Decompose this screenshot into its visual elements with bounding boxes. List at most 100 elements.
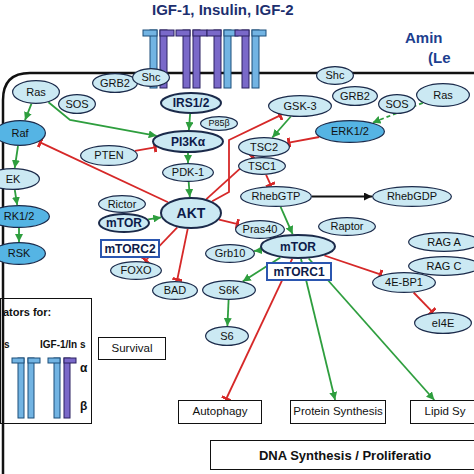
inhibition-connector (177, 229, 188, 281)
receptor-alpha (64, 358, 70, 418)
receptor-beta (18, 358, 24, 418)
legend-box: ators for: (0, 298, 92, 424)
activation-connector (189, 114, 190, 130)
protein-ellipse: PDK-1 (162, 163, 214, 182)
protein-ellipse: Ras (12, 80, 60, 104)
ellipse-shape (206, 327, 249, 346)
node-label: mTOR (106, 217, 142, 229)
outcome-box: Autophagy (178, 400, 262, 424)
protein-ellipse: SOS (58, 94, 96, 114)
node-label: Pras40 (243, 224, 278, 235)
node-label: SOS (65, 99, 88, 110)
receptor-alpha (242, 30, 249, 88)
activation-connector (18, 228, 20, 242)
node-label: Survival (112, 343, 153, 355)
node-label: TSC1 (248, 161, 276, 172)
node-label: BAD (164, 285, 187, 296)
protein-ellipse: GRB2 (92, 73, 138, 93)
activation-connector (148, 217, 161, 219)
ellipse-shape (333, 87, 378, 106)
node-label: FOXO (120, 265, 151, 276)
activation-connector (189, 182, 190, 197)
node-label: Raptor (330, 221, 363, 232)
protein-ellipse: Grb10 (205, 244, 255, 263)
ellipse-shape (379, 95, 416, 114)
node-label: TSC2 (250, 142, 278, 153)
outcome-box: Protein Synthesis (290, 400, 386, 424)
complex-box: mTORC2 (100, 239, 160, 258)
ellipse-shape (161, 93, 221, 113)
activation-connector (25, 104, 31, 120)
node-label: P85β (208, 119, 229, 128)
node-label: RAG C (427, 261, 462, 272)
annotation-label: Amin (405, 30, 443, 45)
protein-ellipse: TSC1 (238, 157, 286, 175)
receptor-beta (28, 358, 34, 418)
ellipse-shape (0, 169, 39, 190)
node-label: PDK-1 (172, 167, 204, 178)
inhibition-connector (219, 220, 239, 225)
receptor-cap (252, 30, 266, 36)
node-label: Protein Synthesis (293, 406, 383, 418)
ellipse-shape (99, 214, 149, 232)
outcome-box: DNA Synthesis / Proliferatio (210, 440, 474, 470)
ellipse-shape (316, 121, 385, 143)
protein-ellipse: SOS (378, 94, 416, 114)
ellipse-shape (0, 121, 45, 146)
protein-ellipse: BAD (152, 281, 198, 300)
protein-ellipse: RSK (0, 242, 46, 265)
protein-ellipse: 4E-BP1 (372, 272, 436, 293)
receptor-cap (176, 30, 190, 36)
protein-ellipse: P85β (200, 116, 238, 131)
node-label: GRB2 (100, 78, 130, 89)
node-label: RSK (8, 248, 31, 259)
ellipse-shape (206, 245, 255, 263)
protein-ellipse: Raptor (318, 217, 376, 236)
node-label: PI3Kα (171, 136, 205, 148)
ellipse-shape (415, 313, 472, 334)
activation-connector (254, 249, 262, 252)
ellipse-shape (317, 67, 354, 85)
ellipse-shape (241, 187, 312, 207)
node-label: eI4E (432, 318, 455, 329)
ellipse-shape (133, 69, 170, 87)
ellipse-shape (269, 96, 332, 117)
node-label: Shc (142, 72, 161, 83)
protein-ellipse: Shc (316, 66, 354, 85)
ligand-label: IGF-1, Insulin, IGF-2 (152, 2, 294, 17)
protein-ellipse: GRB2 (332, 86, 378, 106)
ellipse-shape (59, 95, 96, 114)
receptor-cap (207, 30, 221, 36)
ellipse-shape (409, 257, 474, 276)
protein-ellipse: GSK-3 (268, 95, 332, 117)
inhibition-connector (324, 256, 381, 275)
protein-ellipse: FOXO (110, 261, 162, 280)
node-label: PTEN (94, 150, 123, 161)
receptor-cap (48, 358, 60, 363)
inhibition-connector (135, 147, 157, 151)
outcome-box: Survival (98, 337, 166, 360)
protein-ellipse: PI3Kα (152, 130, 224, 153)
inhibition-connector (288, 137, 320, 143)
protein-ellipse: AKT (160, 197, 222, 229)
node-label: Grb10 (215, 248, 246, 259)
protein-ellipse: IRS1/2 (160, 92, 222, 114)
inhibition-connector (266, 175, 271, 186)
receptor-cap (64, 358, 76, 363)
protein-ellipse: Shc (132, 68, 170, 87)
inhibition-connector (414, 293, 434, 313)
protein-ellipse: RhebGDP (372, 186, 452, 207)
ellipse-shape (81, 146, 138, 166)
ellipse-shape (153, 282, 198, 300)
receptor-cap (28, 358, 40, 363)
protein-ellipse: EK (0, 168, 40, 190)
ellipse-shape (111, 262, 162, 280)
node-label: GSK-3 (283, 101, 316, 112)
node-label: GRB2 (340, 91, 370, 102)
node-label: ERK1/2 (331, 126, 369, 137)
activation-connector (312, 196, 372, 198)
node-label: Lipid Sy (425, 406, 466, 418)
ellipse-shape (239, 138, 290, 157)
protein-ellipse: mTOR (98, 213, 150, 233)
ellipse-shape (203, 281, 256, 300)
